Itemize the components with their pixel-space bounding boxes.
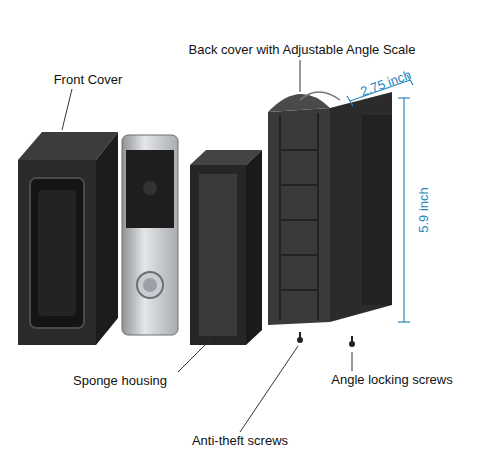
part-label: Back cover with Adjustable Angle Scale — [189, 43, 416, 58]
back-cover — [268, 92, 392, 347]
doorbell-device — [122, 135, 178, 335]
dimension-label: 5.9 inch — [417, 187, 432, 233]
part-label: Anti-theft screws — [192, 434, 288, 449]
dimension-lines — [347, 75, 413, 322]
part-label: Sponge housing — [73, 374, 167, 389]
part-label: Front Cover — [54, 73, 123, 88]
leader-lines — [62, 60, 352, 432]
sponge-housing — [190, 150, 262, 345]
front-cover — [18, 132, 118, 345]
part-label: Angle locking screws — [331, 373, 452, 388]
